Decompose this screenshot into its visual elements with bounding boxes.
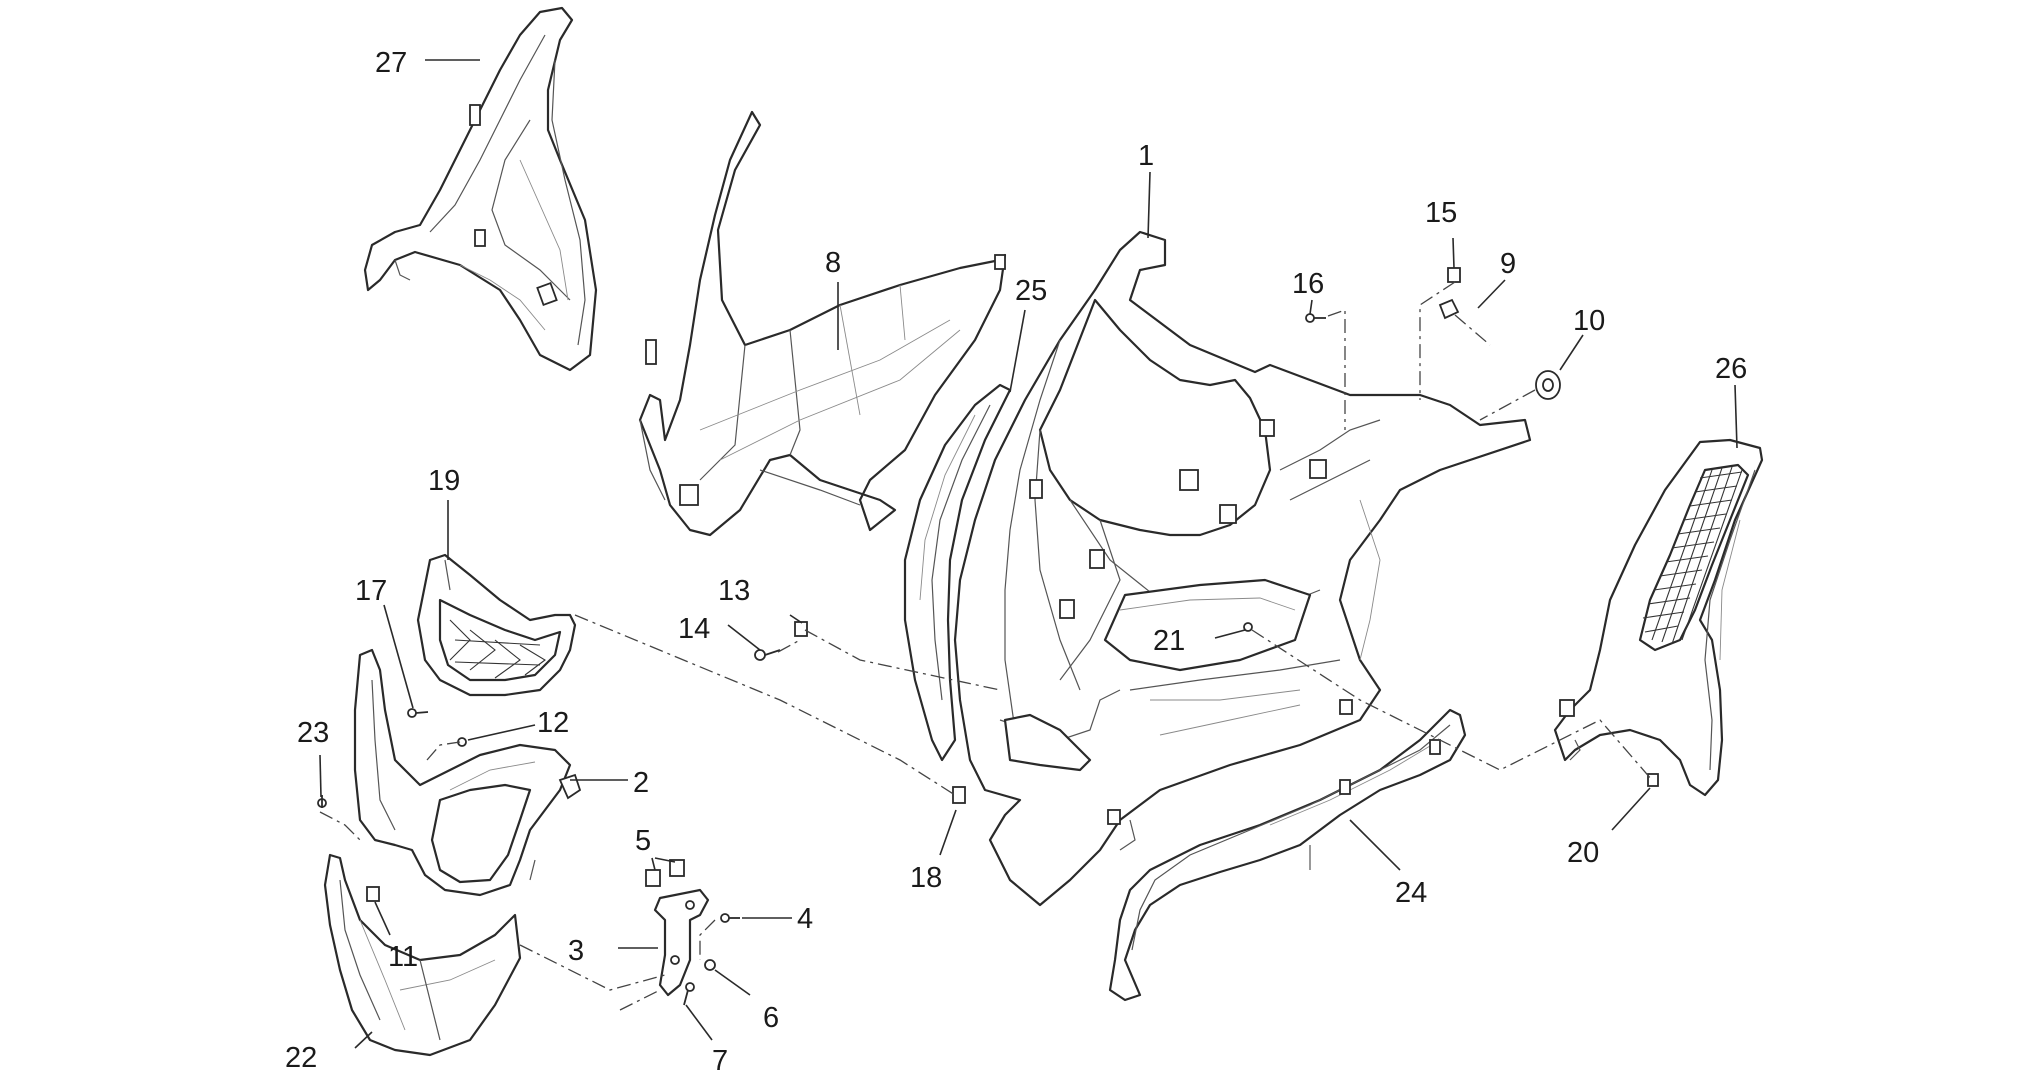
part-20-clip: [1647, 773, 1659, 787]
leader-lines: [319, 59, 1738, 1049]
part-9-clip: [1438, 298, 1460, 320]
callout-25: 25: [1015, 275, 1047, 307]
part-17-screw: [407, 708, 429, 718]
part-7-screw: [683, 982, 695, 1006]
callout-17: 17: [355, 575, 387, 607]
part-26-mesh: [1642, 466, 1743, 645]
part-3-bracket: [653, 888, 710, 997]
callout-10: 10: [1573, 305, 1605, 337]
part-8-windshield-frame: [638, 110, 1007, 537]
part-2-lower-cover: [353, 648, 582, 897]
part-18-clip: [952, 786, 966, 804]
part-11-clip: [366, 886, 380, 902]
callout-19: 19: [428, 465, 460, 497]
part-4-screw: [720, 913, 740, 923]
part-25-rim-strip: [903, 383, 1012, 762]
part-15-clip: [1447, 267, 1461, 283]
part-13-clip: [794, 621, 808, 637]
callout-20: 20: [1567, 837, 1599, 869]
callout-7: 7: [712, 1045, 728, 1077]
callout-14: 14: [678, 613, 710, 645]
callout-11: 11: [388, 941, 418, 973]
callout-2: 2: [633, 767, 649, 799]
part-16-screw: [1305, 313, 1326, 323]
part-26-grille-panel: [1553, 438, 1764, 797]
callout-18: 18: [910, 862, 942, 894]
callout-1: 1: [1138, 140, 1154, 172]
callout-8: 8: [825, 247, 841, 279]
callout-23: 23: [297, 717, 329, 749]
part-5-clips: [645, 859, 685, 887]
callout-labels: 1 2 3 4 5 6 7 8 9 10 11 12 13 14 15 16 1…: [285, 47, 1747, 1077]
assembly-dashed-lines: [319, 281, 1653, 1011]
callout-6: 6: [763, 1002, 779, 1034]
callout-15: 15: [1425, 197, 1457, 229]
callout-16: 16: [1292, 268, 1324, 300]
callout-5: 5: [635, 825, 651, 857]
callout-12: 12: [537, 707, 569, 739]
part-23-screw: [317, 795, 327, 808]
callout-24: 24: [1395, 877, 1427, 909]
callout-3: 3: [568, 935, 584, 967]
part-1-front-shield: [953, 230, 1532, 907]
part-14-screw: [754, 649, 781, 661]
part-21-screw: [1243, 622, 1253, 632]
callout-21: 21: [1153, 625, 1185, 657]
part-24-lower-rail: [1108, 708, 1467, 1002]
callout-13: 13: [718, 575, 750, 607]
part-22-bottom-spoiler: [323, 853, 522, 1057]
part-6-nut: [704, 959, 716, 971]
part-27-side-panel: [363, 6, 598, 372]
callout-22: 22: [285, 1042, 317, 1074]
callout-9: 9: [1500, 248, 1516, 280]
part-19-grille-insert: [416, 553, 577, 697]
part-10-grommet: [1535, 370, 1561, 400]
callout-4: 4: [797, 903, 813, 935]
callout-27: 27: [375, 47, 407, 79]
hardware: [317, 267, 1659, 1006]
callout-26: 26: [1715, 353, 1747, 385]
